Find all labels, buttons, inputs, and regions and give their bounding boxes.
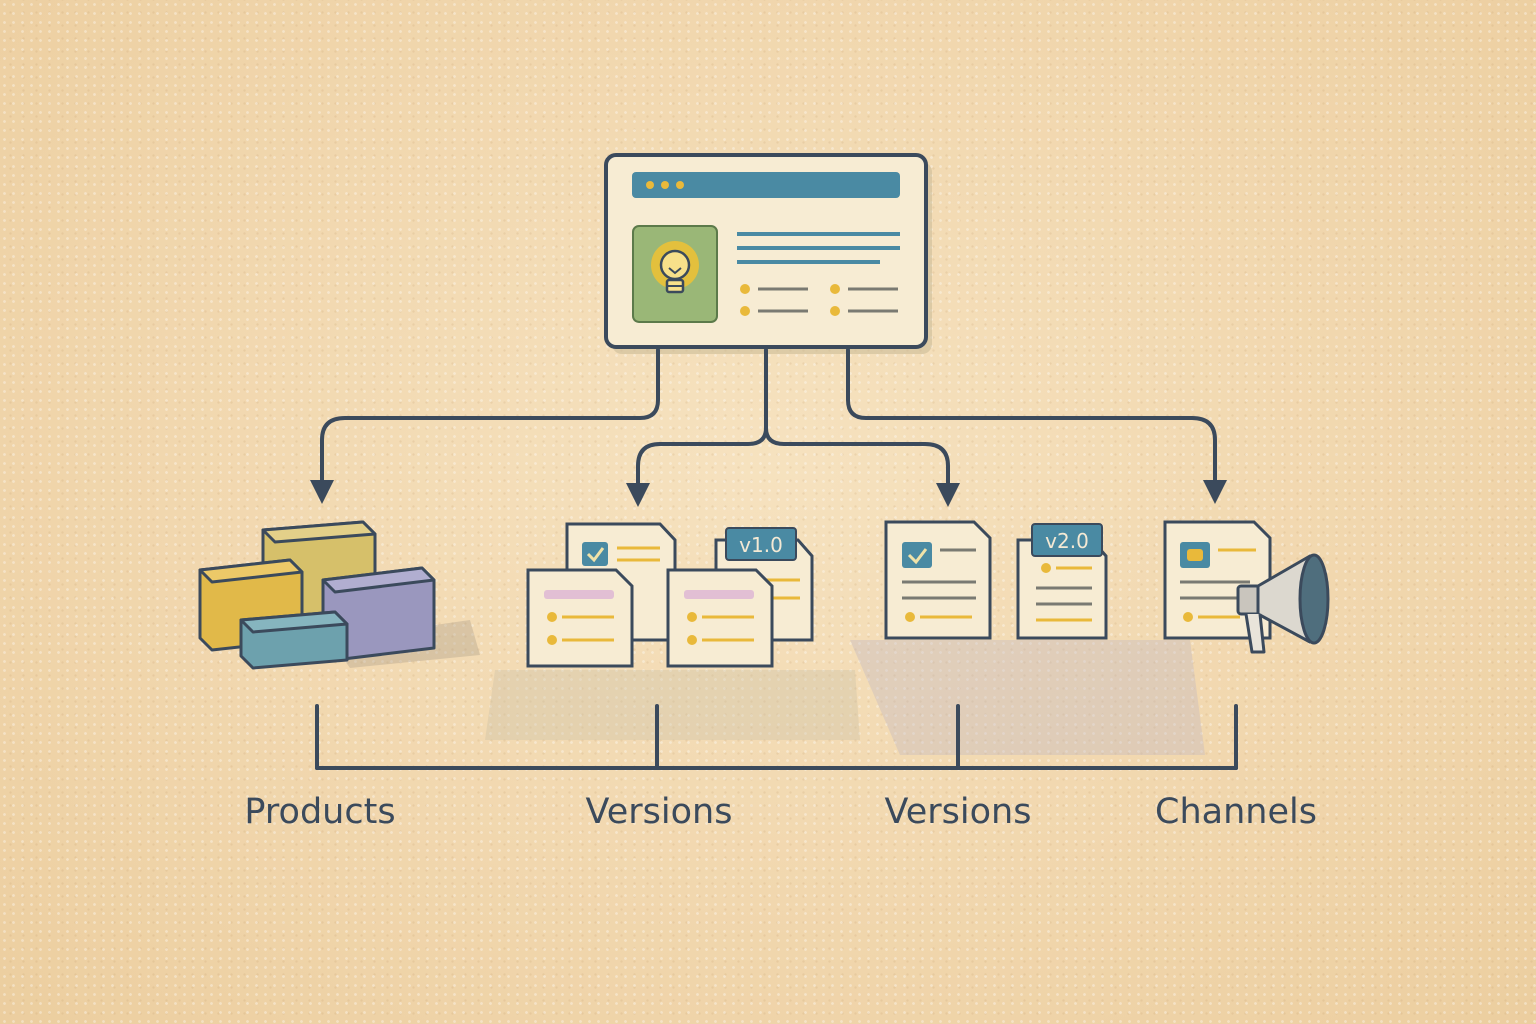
bottom-bracket [315,704,1238,770]
column-label-versions-2: Versions [885,792,1032,832]
column-label-versions-1: Versions [586,792,733,832]
window-title-bar [632,172,900,198]
version-badge-v1 [725,527,797,561]
check-icon [582,542,608,566]
version-badge-v1-text: v1.0 [739,533,783,557]
lightbulb-icon [651,241,699,294]
floor-shadows [330,620,1205,755]
megaphone-icon [1236,553,1330,654]
channels-group [1163,520,1330,654]
document-icon: v2.0 [1016,523,1108,640]
version-badge-v2 [1031,523,1103,557]
document-icon [526,568,634,668]
boxes-icon [198,520,436,670]
document-icon [666,568,774,668]
main-window-icon [604,153,932,354]
column-label-products: Products [244,792,395,832]
versions-2-documents: v2.0 [884,520,1108,640]
arrow-to-channels [846,348,1227,504]
column-label-channels: Channels [1155,792,1317,832]
versions-1-documents: v1.0 [526,522,814,668]
branch-connectors [310,348,1227,507]
arrow-to-versions-2 [764,426,960,507]
version-badge-v2-text: v2.0 [1045,529,1089,553]
document-icon [884,520,992,640]
arrow-to-products [310,348,660,504]
check-icon [902,542,932,568]
